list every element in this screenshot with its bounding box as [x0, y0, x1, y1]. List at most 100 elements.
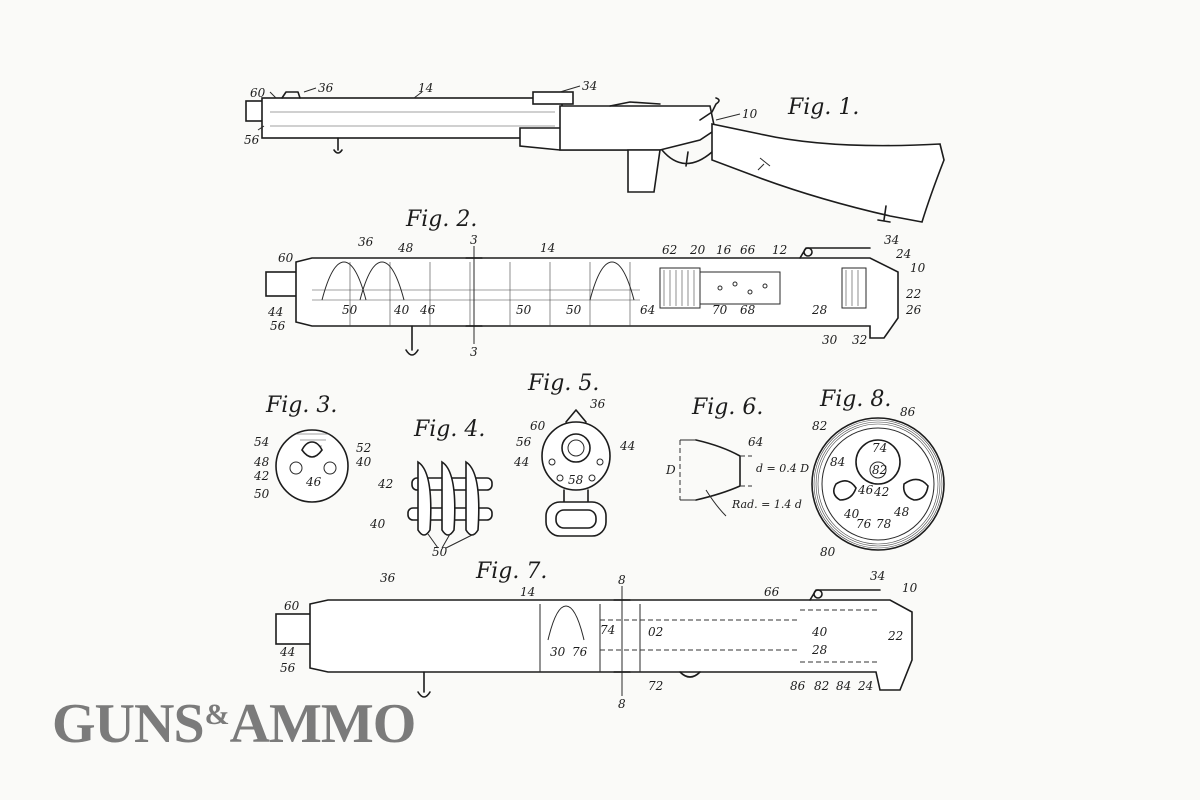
fig-2-section: Fig. 2.: [265, 207, 926, 359]
fig-1-callout-56: 56: [244, 133, 260, 147]
fig-7-callout-8-bottom: 8: [618, 697, 626, 711]
fig-8-callout-76: 76: [856, 517, 872, 531]
fig-3-callout-40: 40: [355, 455, 372, 469]
fig-1-callout-36: 36: [318, 81, 334, 95]
fig-8-callout-84: 84: [830, 455, 845, 469]
fig-2-callout-30: 30: [822, 333, 838, 347]
fig-2-callout-20: 20: [689, 243, 706, 257]
fig-7-callout-10: 10: [902, 581, 918, 595]
fig-2-callout-14: 14: [540, 241, 555, 255]
fig-5-callout-56: 56: [516, 435, 532, 449]
fig-7-callout-40: 40: [811, 625, 828, 639]
fig-5-label: Fig. 5.: [527, 371, 599, 396]
fig-7-callout-02: 02: [648, 625, 663, 639]
fig-2-callout-64: 64: [640, 303, 655, 317]
fig-2-callout-3-bottom: 3: [470, 345, 478, 359]
fig-7-label: Fig. 7.: [475, 559, 547, 584]
guns-and-ammo-logo: GUNS&AMMO: [52, 692, 417, 756]
fig-7-callout-56: 56: [280, 661, 296, 675]
fig-2-callout-12: 12: [772, 243, 787, 257]
fig-7-callout-72: 72: [648, 679, 663, 693]
fig-6-callout-d: d = 0.4 D: [756, 462, 809, 475]
fig-3-callout-50: 50: [254, 487, 270, 501]
fig-1-callout-10: 10: [742, 107, 758, 121]
fig-2-callout-24: 24: [895, 247, 911, 261]
fig-3-callout-52: 52: [356, 441, 371, 455]
fig-8-callout-40: 40: [843, 507, 860, 521]
fig-2-callout-62: 62: [662, 243, 677, 257]
fig-2-callout-32: 32: [852, 333, 867, 347]
fig-7-callout-76: 76: [572, 645, 588, 659]
fig-7-callout-14: 14: [520, 585, 535, 599]
fig-8-callout-42: 42: [873, 485, 889, 499]
fig-4-callout-50: 50: [432, 545, 448, 559]
fig-4-callout-42: 42: [377, 477, 393, 491]
fig-6-callout-64: 64: [748, 435, 763, 449]
fig-8-callout-80: 80: [820, 545, 836, 559]
fig-8-callout-46: 46: [857, 483, 874, 497]
fig-7-callout-8-top: 8: [618, 573, 626, 587]
fig-5-callout-44-left: 44: [513, 455, 529, 469]
fig-7-callout-66: 66: [764, 585, 780, 599]
fig-7-callout-22: 22: [887, 629, 903, 643]
fig-5-callout-36: 36: [590, 397, 606, 411]
fig-7-callout-60: 60: [284, 599, 300, 613]
fig-4-baffle-stack: Fig. 4. 42 40 50: [369, 417, 493, 559]
logo-word-ammo: AMMO: [229, 693, 417, 755]
fig-1-callout-34: 34: [582, 79, 597, 93]
fig-2-callout-68: 68: [740, 303, 756, 317]
fig-2-callout-36: 36: [358, 235, 374, 249]
fig-8-callout-74: 74: [872, 441, 887, 455]
fig-2-callout-70: 70: [712, 303, 728, 317]
fig-3-baffle-disc: Fig. 3. 54 52 48 40 42 46 50: [253, 393, 372, 503]
fig-2-callout-34: 34: [884, 233, 899, 247]
fig-6-callout-D: D: [665, 463, 676, 477]
fig-8-callout-48: 48: [893, 505, 910, 519]
fig-3-label: Fig. 3.: [265, 393, 337, 418]
fig-7-callout-86: 86: [790, 679, 806, 693]
fig-2-callout-50-a: 50: [342, 303, 358, 317]
fig-7-callout-34: 34: [870, 569, 885, 583]
fig-7-callout-36: 36: [380, 571, 396, 585]
logo-word-guns: GUNS: [52, 693, 205, 755]
fig-2-callout-10: 10: [910, 261, 926, 275]
fig-3-callout-46: 46: [305, 475, 322, 489]
fig-1-rifle: Fig. 1. 60 36 14 34 10 56: [244, 79, 945, 223]
fig-2-callout-44: 44: [267, 305, 283, 319]
fig-2-callout-16: 16: [716, 243, 732, 257]
fig-8-cross-section: Fig. 8. 82 86 74 84 82 46 42 48 40 76 78…: [811, 387, 945, 559]
fig-3-callout-42: 42: [253, 469, 269, 483]
fig-6-label: Fig. 6.: [691, 395, 763, 420]
fig-2-callout-66: 66: [740, 243, 756, 257]
fig-2-callout-60: 60: [278, 251, 294, 265]
fig-2-callout-40: 40: [393, 303, 410, 317]
fig-3-callout-48: 48: [253, 455, 270, 469]
fig-3-callout-54: 54: [254, 435, 269, 449]
fig-1-label: Fig. 1.: [787, 95, 859, 120]
fig-1-callout-60: 60: [250, 86, 266, 100]
fig-2-callout-22: 22: [905, 287, 921, 301]
logo-ampersand: &: [204, 698, 230, 731]
fig-5-callout-44-right: 44: [619, 439, 635, 453]
fig-2-callout-3-top: 3: [470, 233, 478, 247]
fig-6-profile: Fig. 6. 64 D d = 0.4 D Rad. = 1.4 d: [665, 395, 809, 517]
fig-8-callout-82-inner: 82: [872, 463, 887, 477]
fig-2-callout-26: 26: [905, 303, 922, 317]
fig-2-callout-48: 48: [397, 241, 414, 255]
fig-7-callout-82: 82: [814, 679, 829, 693]
fig-2-callout-50-c: 50: [566, 303, 582, 317]
fig-7-callout-44: 44: [279, 645, 295, 659]
fig-6-callout-rad: Rad. = 1.4 d: [731, 498, 802, 511]
fig-7-callout-84: 84: [836, 679, 851, 693]
fig-2-callout-28: 28: [811, 303, 828, 317]
fig-5-muzzle-end: Fig. 5. 36 60 56 44 44 58: [513, 371, 635, 537]
fig-7-callout-28: 28: [811, 643, 828, 657]
fig-4-callout-40: 40: [369, 517, 386, 531]
fig-5-callout-58: 58: [568, 473, 584, 487]
fig-2-callout-50-b: 50: [516, 303, 532, 317]
fig-8-callout-86: 86: [900, 405, 916, 419]
fig-7-callout-74: 74: [600, 623, 615, 637]
fig-8-callout-82-top: 82: [812, 419, 827, 433]
fig-8-callout-78: 78: [876, 517, 892, 531]
